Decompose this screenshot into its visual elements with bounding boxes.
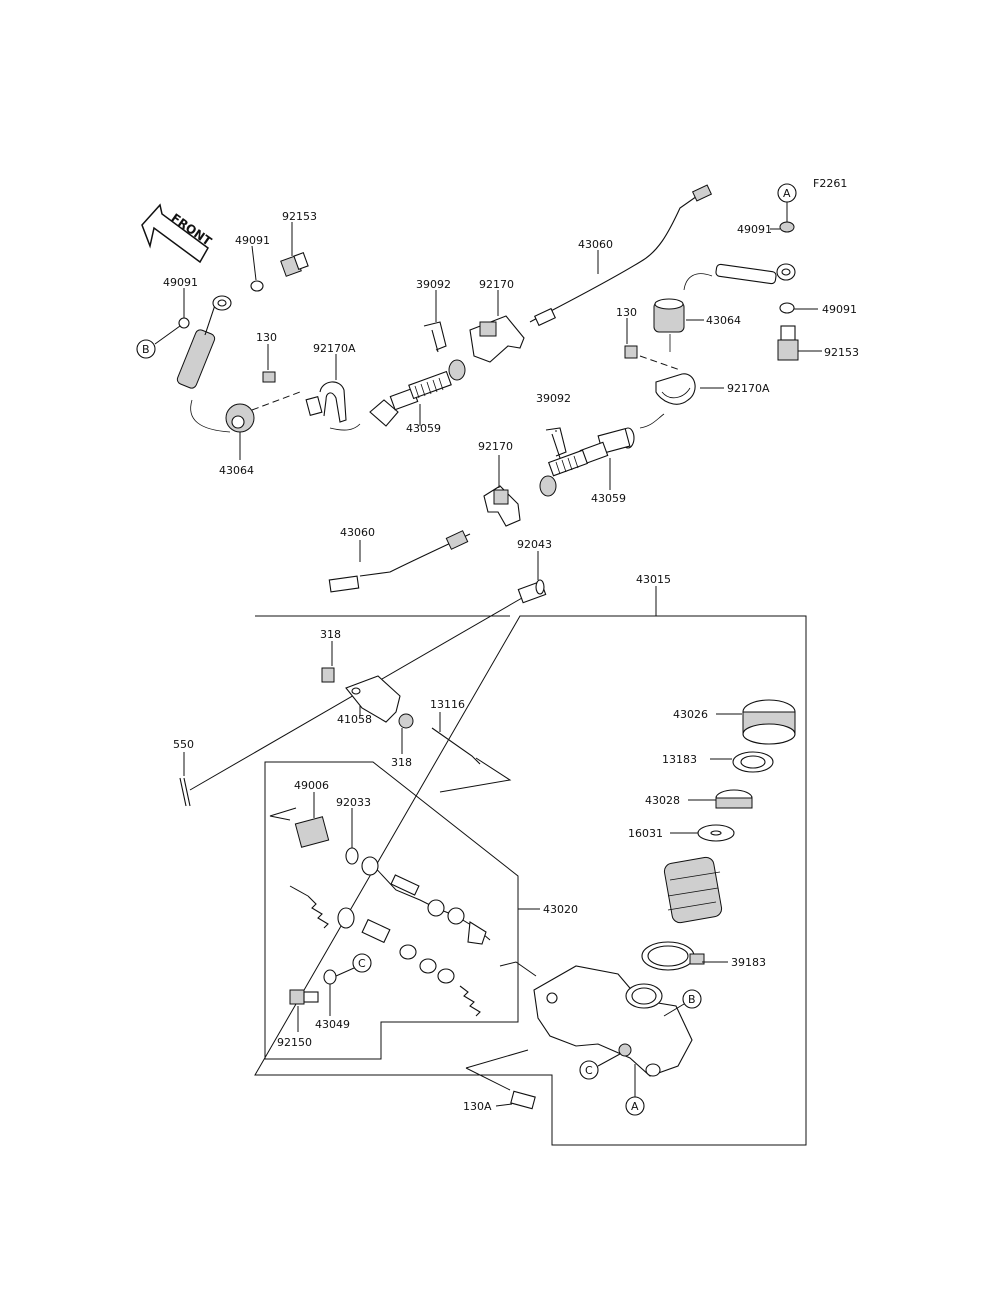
label-43060-bottom: 43060 bbox=[340, 526, 375, 539]
label-43026: 43026 bbox=[673, 708, 708, 721]
svg-text:B: B bbox=[688, 993, 696, 1006]
spring-upper bbox=[289, 885, 329, 929]
label-41058: 41058 bbox=[337, 713, 372, 726]
clip-39092-mid bbox=[545, 427, 567, 459]
clamp-92170A-right bbox=[655, 373, 696, 405]
washer-49091-right bbox=[779, 302, 795, 314]
label-92153-left: 92153 bbox=[282, 210, 317, 223]
bolt-130-left bbox=[262, 371, 276, 383]
part-labels: 92153 49091 49091 130 92170A 43064 43059… bbox=[163, 210, 859, 1113]
cable-43059-mid bbox=[539, 427, 635, 497]
label-49091-right-top: 49091 bbox=[737, 223, 772, 236]
label-16031: 16031 bbox=[628, 827, 663, 840]
washer-49091-right-top bbox=[779, 221, 795, 233]
master-cylinder-body bbox=[499, 961, 693, 1077]
svg-text:B: B bbox=[142, 343, 150, 356]
boot-49006 bbox=[269, 807, 330, 848]
bolt-130-right bbox=[624, 345, 638, 359]
washer-43049 bbox=[323, 969, 337, 985]
label-130-left: 130 bbox=[256, 331, 277, 344]
cable-43059-left bbox=[369, 359, 466, 427]
clamp-92170A-left bbox=[305, 381, 347, 423]
cable-43060-top bbox=[529, 184, 713, 327]
bolt-92150 bbox=[289, 989, 319, 1005]
label-43028: 43028 bbox=[645, 794, 680, 807]
washer-49091-left bbox=[178, 317, 190, 329]
label-13183: 13183 bbox=[662, 753, 697, 766]
label-92170-top: 92170 bbox=[479, 278, 514, 291]
label-43060-top: 43060 bbox=[578, 238, 613, 251]
label-92170A-right: 92170A bbox=[727, 382, 770, 395]
label-49006: 49006 bbox=[294, 779, 329, 792]
bracket-92170-top bbox=[469, 315, 525, 363]
ref-b-body-icon: B bbox=[663, 989, 702, 1017]
label-43059-mid: 43059 bbox=[591, 492, 626, 505]
svg-text:A: A bbox=[783, 187, 791, 200]
cap-43026 bbox=[742, 699, 796, 745]
label-130-right: 130 bbox=[616, 306, 637, 319]
label-43020: 43020 bbox=[543, 903, 578, 916]
label-92043: 92043 bbox=[517, 538, 552, 551]
ring-92033 bbox=[345, 847, 359, 865]
label-318-bottom: 318 bbox=[391, 756, 412, 769]
label-39092-top: 39092 bbox=[416, 278, 451, 291]
right-rod-end bbox=[715, 263, 796, 285]
label-92170-mid: 92170 bbox=[478, 440, 513, 453]
rod-13116 bbox=[431, 727, 512, 793]
label-49091-right: 49091 bbox=[822, 303, 857, 316]
label-13116: 13116 bbox=[430, 698, 465, 711]
svg-text:C: C bbox=[358, 957, 366, 970]
grommet-43064-right bbox=[653, 298, 685, 333]
grommet-43064-left bbox=[225, 403, 255, 433]
assembly-box-43020 bbox=[264, 761, 519, 1060]
assembly-box-43015 bbox=[254, 615, 807, 1146]
label-43015: 43015 bbox=[636, 573, 671, 586]
spring-lower bbox=[459, 985, 481, 1017]
washer-49091-left-top bbox=[250, 280, 264, 292]
label-92153-right: 92153 bbox=[824, 346, 859, 359]
clip-39092-top bbox=[423, 321, 447, 353]
label-92033: 92033 bbox=[336, 796, 371, 809]
bracket-92170-mid bbox=[483, 485, 521, 527]
label-43064-left: 43064 bbox=[219, 464, 254, 477]
label-49091-left-top: 49091 bbox=[235, 234, 270, 247]
clevis-41058 bbox=[345, 675, 401, 723]
washer-16031 bbox=[697, 824, 735, 842]
label-43049: 43049 bbox=[315, 1018, 350, 1031]
cable-43060-bottom bbox=[328, 530, 471, 593]
label-39183: 39183 bbox=[731, 956, 766, 969]
bolt-92153-right bbox=[777, 325, 799, 361]
front-arrow-icon: FRONT bbox=[141, 203, 215, 264]
ref-c-body-icon: C bbox=[579, 1053, 621, 1080]
ref-b-left-icon: B bbox=[136, 325, 181, 359]
label-39092-mid: 39092 bbox=[536, 392, 571, 405]
bolt-130A bbox=[465, 1049, 536, 1110]
ref-c-inner-icon: C bbox=[335, 953, 372, 977]
pin-92043 bbox=[517, 579, 547, 604]
label-318-top: 318 bbox=[320, 628, 341, 641]
label-49091-left: 49091 bbox=[163, 276, 198, 289]
nut-318-bottom bbox=[398, 713, 414, 729]
label-43059-left: 43059 bbox=[406, 422, 441, 435]
label-550: 550 bbox=[173, 738, 194, 751]
diaphragm-43028 bbox=[715, 789, 753, 809]
label-92150: 92150 bbox=[277, 1036, 312, 1049]
label-92170A-left: 92170A bbox=[313, 342, 356, 355]
reservoir-hose bbox=[663, 856, 723, 924]
plate-13183 bbox=[732, 751, 774, 773]
ref-a-bottom-icon: A bbox=[625, 1064, 645, 1116]
clamp-39183 bbox=[641, 941, 705, 971]
nut-318-top bbox=[321, 667, 335, 683]
label-43064-right: 43064 bbox=[706, 314, 741, 327]
pin-550 bbox=[179, 777, 191, 807]
left-rod-end bbox=[176, 295, 232, 389]
svg-text:A: A bbox=[631, 1100, 639, 1113]
svg-text:C: C bbox=[585, 1064, 593, 1077]
label-130A: 130A bbox=[463, 1100, 492, 1113]
ref-a-top-icon: A bbox=[777, 183, 797, 222]
bolt-92153-left bbox=[280, 252, 309, 277]
diagram-code: F2261 bbox=[813, 177, 847, 190]
